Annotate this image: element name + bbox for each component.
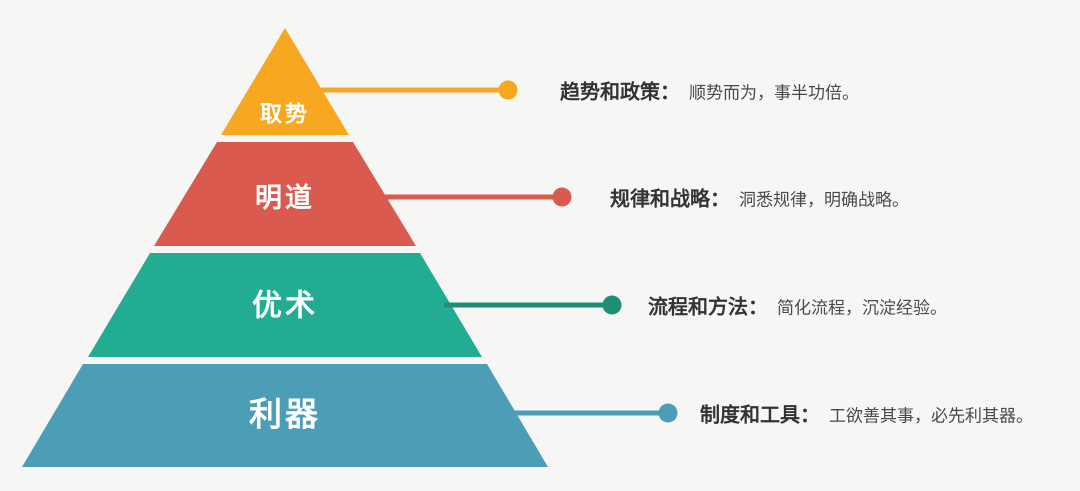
connector-dot-3 [602,295,622,315]
annotation-desc: 洞悉规律，明确战略。 [739,190,909,210]
level-label-liqi: 利器 [249,396,321,433]
connector-dot-4 [658,403,678,423]
annotation-title: 规律和战略： [610,188,730,211]
annotation-title: 趋势和政策： [560,81,680,104]
pyramid-level-youshu [88,253,482,357]
annotation-youshu: 流程和方法： 简化流程，沉淀经验。 [648,291,947,320]
connector-dot-2 [552,187,572,207]
level-label-qushi: 取势 [260,102,310,127]
annotation-desc: 简化流程，沉淀经验。 [777,298,947,318]
annotation-desc: 顺势而为，事半功倍。 [689,83,859,103]
annotation-title: 流程和方法： [648,296,768,319]
level-label-youshu: 优术 [252,290,318,323]
level-label-mingdao: 明道 [255,182,315,213]
annotation-mingdao: 规律和战略： 洞悉规律，明确战略。 [610,183,909,212]
annotation-qushi: 趋势和政策： 顺势而为，事半功倍。 [560,76,859,105]
pyramid-level-liqi [22,364,548,467]
annotation-liqi: 制度和工具： 工欲善其事，必先利其器。 [700,399,1033,428]
pyramid-level-qushi [221,28,349,135]
connector-dot-1 [498,80,518,100]
annotation-title: 制度和工具： [700,404,820,427]
annotation-desc: 工欲善其事，必先利其器。 [829,406,1033,426]
pyramid-level-mingdao [154,142,416,246]
